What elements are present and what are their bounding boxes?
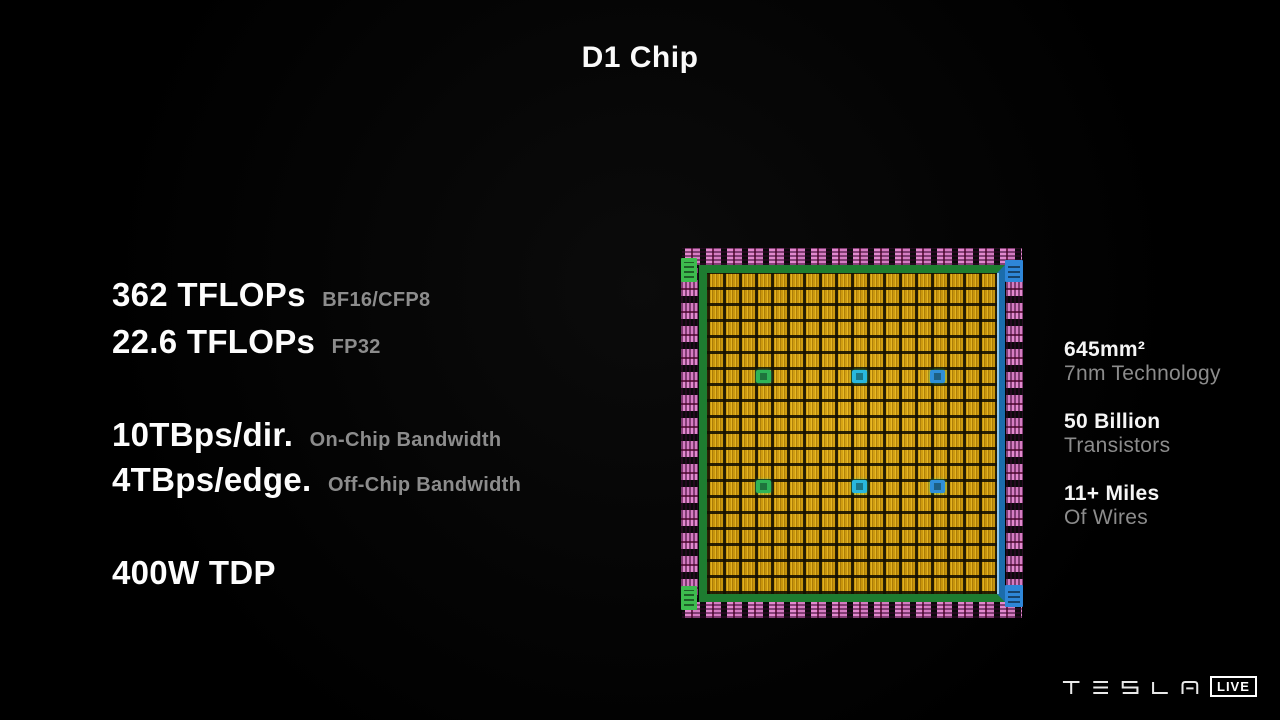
stat-transistors: 50 Billion Transistors: [1064, 410, 1170, 458]
chip-special-tile: [756, 370, 771, 383]
chip-corner-block: [1005, 585, 1023, 607]
stat-value: 11+ Miles: [1064, 482, 1160, 505]
live-badge: LIVE: [1210, 676, 1257, 697]
chip-special-tile: [852, 480, 867, 493]
chip-edge-highlight: [997, 273, 999, 594]
stat-value: 10TBps/dir.: [112, 416, 294, 453]
chip-corner-block: [1005, 260, 1023, 282]
stat-value: 22.6 TFLOPs: [112, 323, 316, 360]
chip-special-tile: [930, 370, 945, 383]
stat-value: 50 Billion: [1064, 410, 1161, 433]
stat-label: BF16/CFP8: [322, 289, 431, 311]
tesla-wordmark-icon: [1062, 680, 1199, 695]
stat-label: Transistors: [1064, 434, 1171, 457]
stat-value: 4TBps/edge.: [112, 461, 312, 498]
stat-label: On-Chip Bandwidth: [309, 429, 502, 451]
stat-label: Of Wires: [1064, 506, 1149, 529]
chip-pads-left: [681, 268, 698, 598]
stat-label: FP32: [331, 336, 381, 358]
stat-offchip-bandwidth: 4TBps/edge. Off-Chip Bandwidth: [112, 462, 521, 505]
tesla-logo: [1062, 680, 1200, 695]
slide-title: D1 Chip: [581, 41, 699, 74]
chip-special-tile: [852, 370, 867, 383]
chip-core-grid: [699, 265, 1005, 602]
chip-corner-block: [681, 258, 697, 282]
stat-value: 362 TFLOPs: [112, 276, 306, 313]
chip-pads-right: [1006, 268, 1023, 598]
stat-value: 645mm²: [1064, 338, 1146, 361]
stat-label: 7nm Technology: [1064, 362, 1221, 385]
chip-special-tile: [756, 480, 771, 493]
stat-onchip-bandwidth: 10TBps/dir. On-Chip Bandwidth: [112, 417, 501, 460]
chip-pads-bottom: [682, 602, 1022, 618]
stat-label: Off-Chip Bandwidth: [327, 474, 522, 496]
chip-corner-block: [681, 586, 697, 610]
stat-die-area: 645mm² 7nm Technology: [1064, 338, 1221, 386]
chip-pads-top: [682, 248, 1022, 265]
stat-tflops-bf16: 362 TFLOPs BF16/CFP8: [112, 277, 430, 320]
stat-value: 400W TDP: [112, 554, 276, 591]
chip-special-tile: [930, 480, 945, 493]
stat-wires: 11+ Miles Of Wires: [1064, 482, 1160, 530]
chip-die-image: [679, 248, 1025, 618]
stat-tdp: 400W TDP: [112, 555, 288, 598]
stat-tflops-fp32: 22.6 TFLOPs FP32: [112, 324, 381, 367]
